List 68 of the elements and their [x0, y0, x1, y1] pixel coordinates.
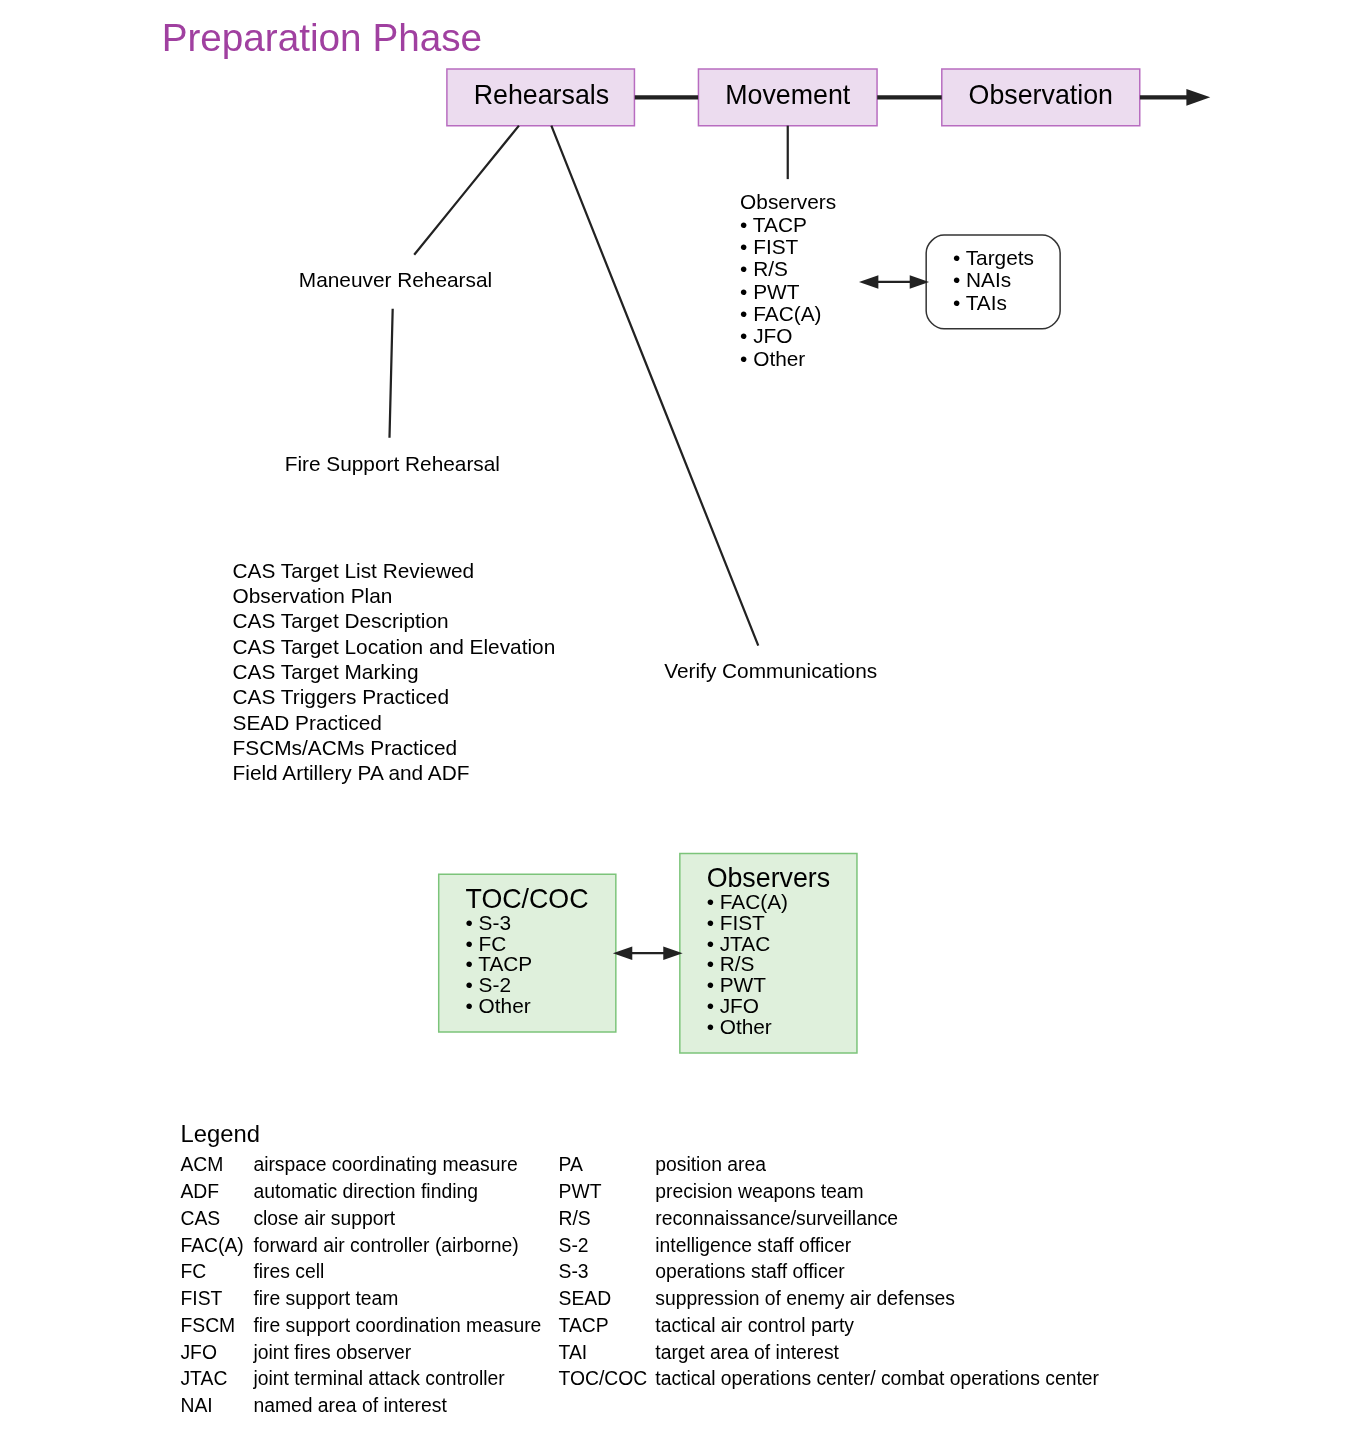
node-box: • Targets • NAIs • TAIs [924, 234, 1061, 330]
label: Observation Plan [232, 583, 392, 607]
label: airspace coordinating measure [252, 1153, 518, 1176]
label: tactical air control party [654, 1313, 854, 1336]
label: CAS Target Marking [232, 659, 419, 683]
label: FIST [179, 1287, 222, 1310]
diagram-title: Preparation Phase [161, 15, 482, 59]
node-box: Observers • FAC(A) • FIST • JTAC • R/S • PWT • JFO • Other [678, 852, 858, 1054]
arrow [612, 946, 683, 960]
label: forward air controller (airborne) [252, 1233, 519, 1256]
label: PA [558, 1153, 583, 1176]
label: joint fires observer [252, 1340, 411, 1363]
label: operations staff officer [654, 1260, 845, 1283]
label: ADF [179, 1179, 219, 1202]
label: joint terminal attack controller [252, 1367, 505, 1390]
connector [876, 95, 942, 100]
label: FAC(A) [179, 1233, 244, 1256]
label: FSCM [179, 1313, 235, 1336]
arrow [858, 275, 929, 289]
node-text: Verify Communications [663, 659, 877, 683]
label: CAS Target Location and Elevation [232, 634, 555, 658]
node-box: Rehearsals [445, 68, 635, 127]
label: CAS [179, 1206, 220, 1229]
label: fire support team [252, 1287, 398, 1310]
connector [387, 308, 394, 438]
label: named area of interest [252, 1394, 447, 1417]
label: JTAC [179, 1367, 227, 1390]
label: reconnaissance/surveillance [654, 1206, 898, 1229]
label: Legend [179, 1119, 260, 1147]
label: S-3 [558, 1260, 589, 1283]
label: JFO [179, 1340, 217, 1363]
label: automatic direction finding [252, 1179, 478, 1202]
label: R/S [558, 1206, 591, 1229]
node-text: Fire Support Rehearsal [284, 451, 500, 475]
label: FSCMs/ACMs Practiced [232, 735, 457, 759]
label: suppression of enemy air defenses [654, 1287, 955, 1310]
label: fires cell [252, 1260, 324, 1283]
label: CAS Triggers Practiced [232, 685, 449, 709]
label: position area [654, 1153, 766, 1176]
label: intelligence staff officer [654, 1233, 851, 1256]
connector [786, 125, 789, 180]
label: SEAD Practiced [232, 710, 382, 734]
label: CAS Target Description [232, 609, 449, 633]
connector [634, 95, 698, 100]
label: TAI [558, 1340, 587, 1363]
node-box: TOC/COC • S-3 • FC • TACP • S-2 • Other [437, 873, 617, 1033]
label: NAI [179, 1394, 213, 1417]
label: precision weapons team [654, 1179, 864, 1202]
label: S-2 [558, 1233, 589, 1256]
label: ACM [179, 1153, 223, 1176]
arrow [1139, 89, 1210, 106]
node-box: Movement [697, 68, 878, 127]
label: SEAD [558, 1287, 611, 1310]
node-text: Observers • TACP • FIST • R/S • PWT • FAC(A) • JFO • Other [739, 190, 836, 370]
label: close air support [252, 1206, 395, 1229]
label: PWT [558, 1179, 601, 1202]
node-box: Observation [940, 68, 1140, 127]
label: fire support coordination measure [252, 1313, 541, 1336]
label: target area of interest [654, 1340, 839, 1363]
label: TOC/COC [558, 1367, 647, 1390]
label: FC [179, 1260, 206, 1283]
label: CAS Target List Reviewed [232, 558, 474, 582]
connector [412, 124, 520, 256]
label: Field Artillery PA and ADF [232, 761, 469, 785]
label: tactical operations center/ combat operations center [654, 1367, 1099, 1390]
node-text: Maneuver Rehearsal [298, 268, 492, 292]
label: TACP [558, 1313, 609, 1336]
connector [549, 125, 759, 647]
